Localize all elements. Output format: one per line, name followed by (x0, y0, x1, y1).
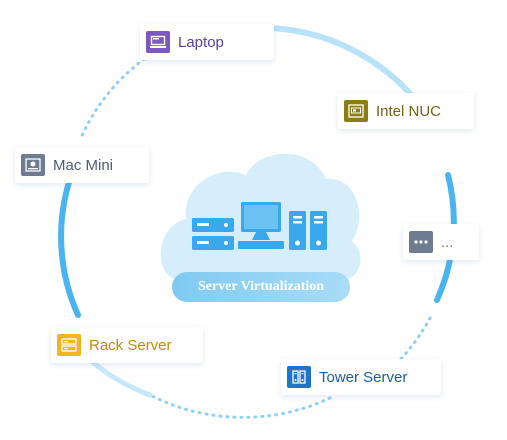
node-rack-server[interactable]: Rack Server (51, 327, 203, 363)
rack-unit (192, 218, 234, 232)
server-virtualization-label: Server Virtualization (197, 279, 325, 294)
laptop-icon (146, 31, 170, 53)
node-mac-mini[interactable]: Mac Mini (15, 147, 149, 183)
node-more[interactable]: ... (403, 224, 479, 260)
server-virtualization-cloud: Server Virtualization (160, 145, 365, 310)
ring-segment (396, 316, 432, 364)
tower-unit (289, 211, 306, 250)
intel-nuc-icon (344, 100, 368, 122)
node-label-mac-mini: Mac Mini (53, 156, 114, 174)
node-label-more: ... (441, 233, 454, 251)
node-label-tower-server: Tower Server (319, 368, 408, 386)
rack-unit (192, 236, 234, 250)
tower-unit (310, 211, 327, 250)
cloud-illustration (160, 153, 361, 284)
more-dots-icon (409, 231, 433, 253)
ring-segment (78, 53, 152, 142)
ring-segment (148, 393, 332, 419)
ring-segment (87, 357, 153, 398)
node-laptop[interactable]: Laptop (140, 24, 274, 60)
node-intel-nuc[interactable]: Intel NUC (338, 93, 474, 129)
rack-server-icon (57, 334, 81, 356)
server-virtualization-banner: Server Virtualization (172, 272, 350, 302)
node-label-intel-nuc: Intel NUC (376, 102, 442, 120)
mac-mini-icon (21, 154, 45, 176)
ring-segment (58, 162, 81, 318)
node-label-rack-server: Rack Server (89, 336, 172, 354)
tower-server-icon (287, 366, 311, 388)
node-tower-server[interactable]: Tower Server (281, 359, 441, 395)
node-label-laptop: Laptop (178, 33, 224, 51)
keyboard (238, 241, 284, 249)
